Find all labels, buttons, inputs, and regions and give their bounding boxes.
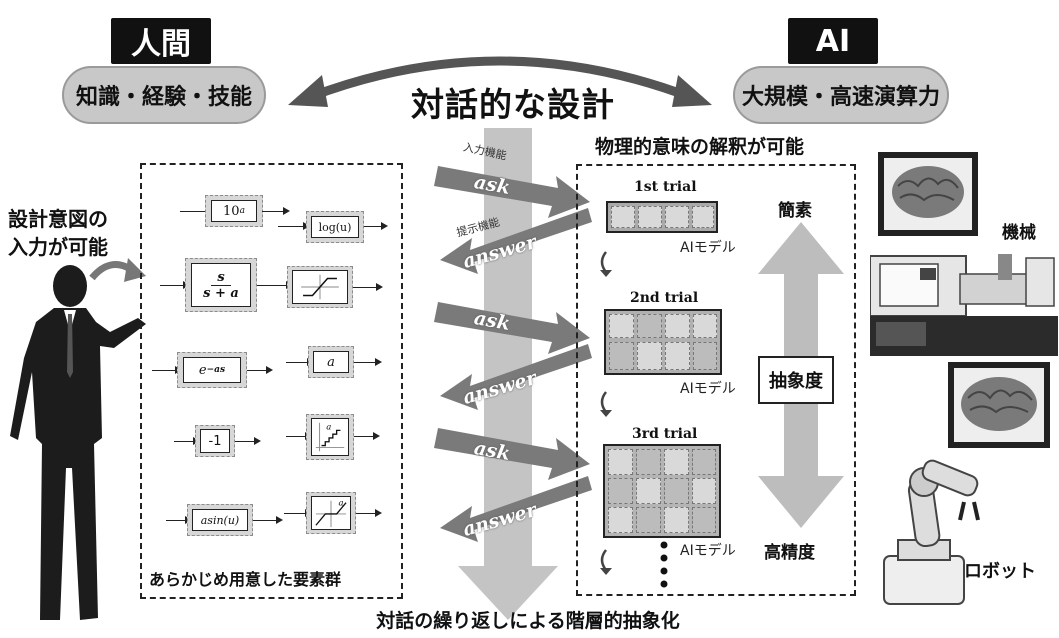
- ai-model-label-2: AIモデル: [680, 381, 736, 397]
- element-library-box: [140, 163, 403, 599]
- brain-monitor-robot: [948, 362, 1050, 448]
- block-output-line: [353, 283, 383, 291]
- machine-label: 機械: [1002, 223, 1036, 243]
- step-arrow-3: [600, 549, 612, 575]
- element-library-caption: あらかじめ用意した要素群: [149, 570, 342, 589]
- trials-box: [576, 164, 856, 596]
- block-log-inner: log(u): [311, 216, 359, 238]
- block-gain: a: [308, 346, 354, 378]
- ai-model-label-1: AIモデル: [680, 240, 736, 256]
- simple-label: 簡素: [778, 201, 812, 221]
- block-quantizer: a: [306, 414, 354, 460]
- step-arrow-1: [600, 251, 612, 277]
- ai-tag-label: AI: [815, 23, 851, 59]
- block-output-line: [235, 437, 261, 445]
- robot-arm-icon: [883, 459, 980, 605]
- block-saturation: [287, 266, 353, 308]
- quantizer-icon: a: [311, 418, 349, 456]
- block-delay: e−as: [177, 352, 247, 388]
- precision-label: 高精度: [764, 543, 815, 563]
- block-output-line: [253, 516, 283, 524]
- human-pill: 知識・経験・技能: [62, 66, 266, 124]
- deadzone-param: a: [339, 497, 344, 507]
- block-input-line: [152, 366, 182, 374]
- block-input-line: [160, 281, 190, 289]
- block-tf-den: s + a: [203, 285, 239, 301]
- injection-molding-machine-icon: [870, 254, 1058, 356]
- trial-label-3: 3rd trial: [632, 426, 698, 442]
- center-title: 対話的な設計: [411, 85, 615, 124]
- dialog-curve-arrow: [288, 56, 712, 107]
- block-10a-exp: a: [239, 206, 245, 216]
- block-asin: asin(u): [187, 504, 253, 536]
- vertical-flow-arrow: [458, 128, 558, 620]
- abstraction-label: 抽象度: [758, 356, 834, 404]
- block-input-line: [278, 222, 310, 230]
- trial-label-1: 1st trial: [634, 179, 697, 195]
- human-pill-label: 知識・経験・技能: [75, 85, 252, 110]
- robot-label: ロボット: [964, 561, 1036, 582]
- bottom-caption: 対話の繰り返しによる階層的抽象化: [376, 610, 680, 632]
- ask-answer-arrows: [434, 166, 592, 542]
- step-arrow-2: [600, 391, 612, 417]
- block-output-line: [356, 509, 382, 517]
- quantizer-param: a: [326, 422, 331, 432]
- brain-monitor-machine: [878, 152, 978, 236]
- block-output-line: [354, 358, 382, 366]
- block-output-line: [257, 281, 293, 289]
- block-asin-inner: asin(u): [192, 509, 248, 531]
- block-10a-base: 10: [223, 203, 240, 219]
- block-log: log(u): [306, 211, 364, 243]
- deadzone-icon: a: [311, 496, 351, 530]
- ai-model-label-3: AIモデル: [680, 543, 736, 559]
- block-deadzone: a: [306, 492, 356, 534]
- saturation-icon: [292, 270, 348, 304]
- block-delay-base: e: [198, 362, 207, 378]
- block-output-line: [364, 222, 388, 230]
- design-intent-note: 設計意図の 入力が可能: [8, 205, 108, 261]
- trial-label-2: 2nd trial: [630, 290, 699, 306]
- block-output-line: [262, 207, 290, 215]
- human-tag-label: 人間: [131, 27, 191, 62]
- ai-pill-label: 大規模・高速演算力: [741, 85, 940, 110]
- right-header: 物理的意味の解釈が可能: [595, 136, 805, 158]
- ai-tag: AI: [788, 18, 878, 64]
- design-intent-line1: 設計意図の: [8, 207, 108, 231]
- block-output-line: [354, 432, 380, 440]
- block-tf-num: s: [211, 270, 231, 286]
- block-gain-inner: a: [313, 351, 349, 373]
- human-tag: 人間: [111, 18, 211, 64]
- block-neg-one-inner: -1: [200, 429, 230, 453]
- block-output-line: [247, 366, 273, 374]
- block-delay-exp: −as: [206, 365, 226, 375]
- businessman-silhouette: [10, 265, 146, 620]
- ai-pill: 大規模・高速演算力: [733, 66, 949, 124]
- block-tf: s s + a: [185, 258, 257, 312]
- continuation-dots: [660, 541, 668, 588]
- block-neg-one: -1: [195, 425, 235, 457]
- design-intent-line2: 入力が可能: [8, 235, 108, 259]
